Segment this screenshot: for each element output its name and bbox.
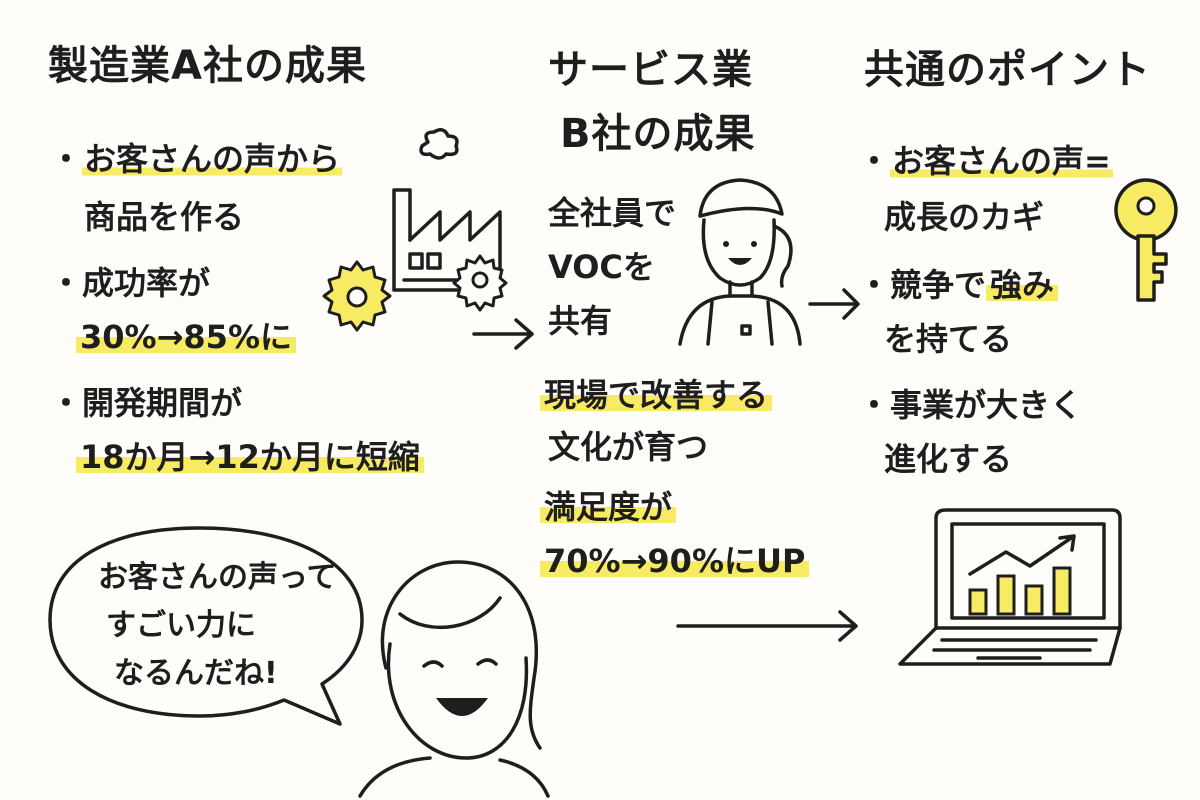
col-a-heading: 製造業A社の成果 bbox=[48, 43, 367, 89]
col-c-item2-line2: を持てる bbox=[884, 320, 1013, 358]
col-b-item2-line2: 文化が育つ bbox=[548, 428, 709, 466]
person-icon bbox=[358, 560, 550, 798]
col-c-item2-line1: ・競争で強み bbox=[858, 264, 1059, 306]
bullet: ・ bbox=[858, 386, 891, 424]
bullet: ・ bbox=[858, 142, 891, 180]
col-a-item1: ・お客さんの声から bbox=[50, 138, 343, 180]
col-b-item1-line2: VOCを bbox=[548, 248, 655, 286]
col-a-item2-line1: ・成功率が bbox=[50, 264, 211, 302]
speech-bubble bbox=[48, 526, 364, 726]
speech-line1: お客さんの声って bbox=[98, 560, 337, 595]
bullet: ・ bbox=[50, 384, 83, 422]
gear-icon bbox=[322, 260, 392, 332]
col-c-heading: 共通のポイント bbox=[864, 47, 1151, 93]
bullet: ・ bbox=[50, 140, 83, 178]
col-c-item3-line1: ・事業が大きく bbox=[858, 386, 1083, 424]
bullet: ・ bbox=[858, 266, 891, 304]
col-c-item1-line1: ・お客さんの声= bbox=[858, 142, 1113, 180]
col-a-item1-line2: 商品を作る bbox=[84, 198, 245, 236]
col-b-item3-line1: 満足度が bbox=[540, 486, 677, 528]
arrow-icon bbox=[472, 318, 534, 350]
col-a-item3-line2: 18か月→12か月に短縮 bbox=[76, 436, 424, 478]
key-icon bbox=[1114, 178, 1178, 302]
col-b-item1-line1: 全社員で bbox=[548, 194, 677, 232]
col-b-heading-line1: サービス業 bbox=[548, 47, 753, 93]
col-a-item3-line1: ・開発期間が bbox=[50, 384, 243, 422]
gear-icon bbox=[452, 254, 508, 312]
col-a-item2-line2: 30%→85%に bbox=[76, 316, 297, 358]
speech-line2: すごい力に bbox=[106, 608, 256, 643]
worker-icon bbox=[678, 178, 802, 346]
arrow-icon bbox=[676, 610, 858, 642]
col-c-item3-line2: 進化する bbox=[884, 440, 1013, 478]
col-b-item2-line1: 現場で改善する bbox=[540, 374, 773, 416]
col-c-item1-line2: 成長のカギ bbox=[884, 198, 1045, 236]
bullet: ・ bbox=[50, 264, 83, 302]
laptop-chart-icon bbox=[898, 508, 1122, 666]
col-a-item1-line1: お客さんの声から bbox=[82, 140, 343, 178]
arrow-icon bbox=[808, 288, 860, 320]
col-b-heading-line2: B社の成果 bbox=[560, 111, 756, 157]
col-b-item3-line2: 70%→90%にUP bbox=[540, 540, 810, 582]
speech-line3: なるんだね! bbox=[114, 656, 278, 691]
col-b-item1-line3: 共有 bbox=[548, 302, 613, 340]
